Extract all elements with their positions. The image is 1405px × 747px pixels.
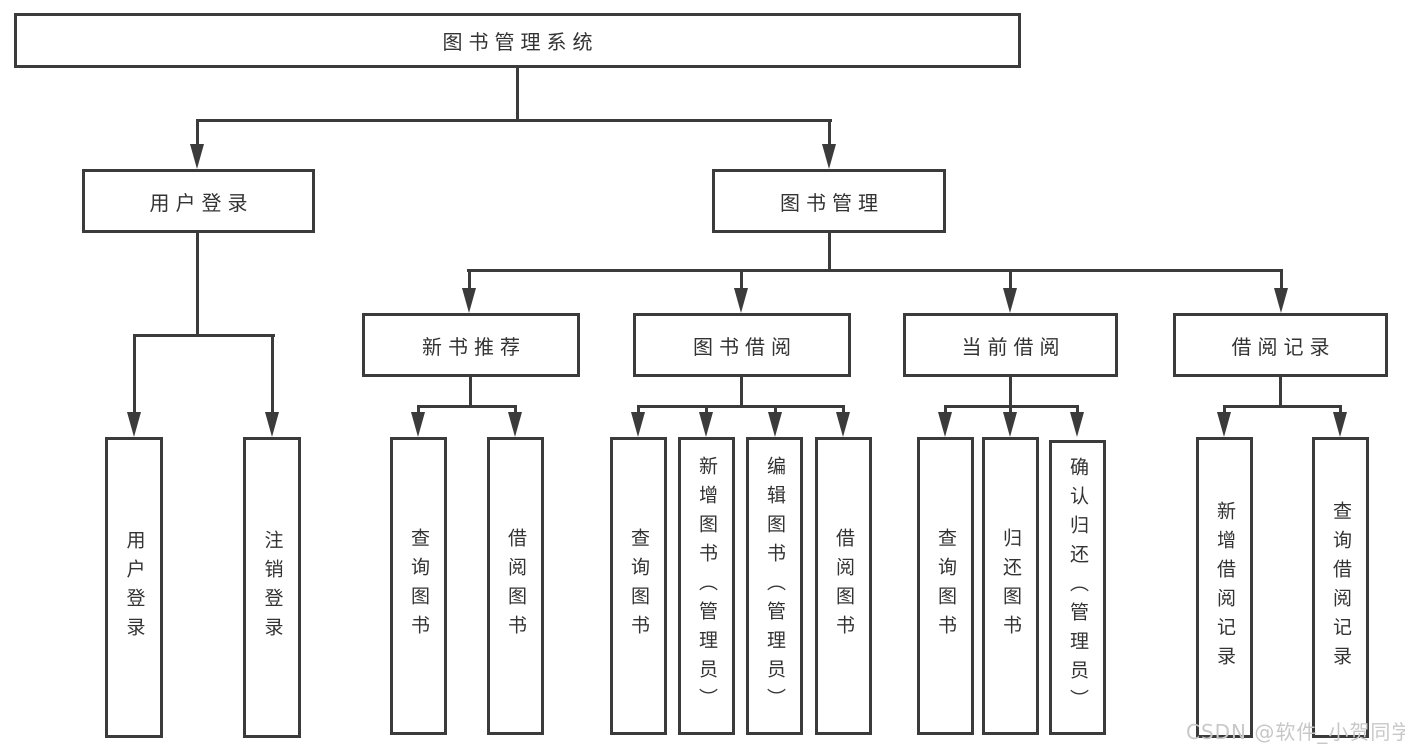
node-book-borrow: 图书借阅: [633, 313, 851, 377]
leaf-query-book-1-label: 查询图书: [407, 528, 430, 644]
node-user-login: 用户登录: [82, 169, 315, 233]
leaf-return-book-label: 归还图书: [999, 528, 1022, 644]
arrow-to-leaf-query-book-3: [938, 408, 952, 437]
leaf-borrow-book-2: 借阅图书: [815, 437, 872, 735]
connector-user-login-stem: [196, 232, 199, 336]
connector-new-book-stem: [469, 377, 472, 407]
connector-level2-rail: [196, 119, 832, 122]
connector-root-stem: [516, 66, 519, 121]
arrow-to-leaf-query-record: [1333, 408, 1347, 437]
leaf-query-record-label: 查询借阅记录: [1329, 500, 1352, 675]
leaf-borrow-book-2-label: 借阅图书: [832, 528, 855, 644]
arrow-to-leaf-add-book: [699, 408, 713, 437]
node-current-borrow: 当前借阅: [903, 313, 1118, 377]
arrow-to-leaf-return-book: [1003, 408, 1017, 437]
node-borrow-record-label: 借阅记录: [1231, 334, 1336, 359]
node-new-book-label: 新书推荐: [422, 334, 526, 359]
leaf-query-book-3-label: 查询图书: [934, 528, 957, 644]
connector-current-borrow-rail: [944, 405, 1079, 408]
node-root-label: 图书管理系统: [442, 30, 599, 54]
arrow-to-new-book: [462, 272, 476, 313]
node-user-login-label: 用户登录: [149, 190, 254, 215]
connector-book-borrow-stem: [740, 377, 743, 407]
leaf-add-book: 新增图书（管理员）: [678, 437, 735, 735]
connector-book-mgmt-stem: [828, 232, 831, 272]
connector-borrow-record-rail: [1223, 405, 1342, 408]
leaf-add-record-label: 新增借阅记录: [1213, 500, 1236, 675]
arrow-to-leaf-confirm-return: [1070, 408, 1084, 437]
leaf-return-book: 归还图书: [982, 437, 1039, 735]
connector-new-book-rail: [417, 405, 517, 408]
leaf-borrow-book-1: 借阅图书: [487, 437, 544, 735]
leaf-confirm-return-label: 确认归还（管理员）: [1066, 457, 1089, 718]
leaf-query-record: 查询借阅记录: [1312, 437, 1369, 738]
node-current-borrow-label: 当前借阅: [961, 334, 1066, 359]
arrow-to-leaf-query-book-2: [631, 408, 645, 437]
arrow-to-leaf-logout: [265, 337, 279, 437]
arrow-to-leaf-edit-book: [768, 408, 782, 437]
arrow-to-leaf-add-record: [1217, 408, 1231, 437]
arrow-to-leaf-borrow-book-2: [836, 408, 850, 437]
connector-level3-rail: [467, 269, 1283, 272]
connector-current-borrow-stem: [1009, 377, 1012, 407]
node-book-borrow-label: 图书借阅: [693, 334, 797, 359]
leaf-query-book-2: 查询图书: [610, 437, 667, 735]
leaf-edit-book-label: 编辑图书（管理员）: [763, 455, 786, 717]
leaf-add-book-label: 新增图书（管理员）: [695, 455, 718, 717]
leaf-borrow-book-1-label: 借阅图书: [504, 528, 527, 644]
node-new-book: 新书推荐: [362, 313, 580, 377]
arrow-to-leaf-borrow-book-1: [508, 408, 522, 437]
leaf-query-book-1: 查询图书: [390, 437, 447, 735]
leaf-add-record: 新增借阅记录: [1196, 437, 1253, 738]
leaf-confirm-return: 确认归还（管理员）: [1049, 440, 1106, 735]
node-root: 图书管理系统: [14, 13, 1021, 68]
node-book-mgmt: 图书管理: [712, 169, 946, 233]
connector-book-borrow-rail: [637, 405, 845, 408]
arrow-to-borrow-record: [1274, 272, 1288, 313]
arrow-to-book-mgmt: [822, 121, 836, 169]
leaf-query-book-3: 查询图书: [917, 437, 974, 735]
arrow-to-leaf-query-book-1: [411, 408, 425, 437]
leaf-edit-book: 编辑图书（管理员）: [746, 437, 803, 735]
connector-borrow-record-stem: [1279, 377, 1282, 407]
leaf-user-login: 用户登录: [105, 437, 163, 738]
arrow-to-book-borrow: [734, 272, 748, 313]
arrow-to-leaf-user-login: [127, 337, 141, 437]
arrow-to-current-borrow: [1003, 272, 1017, 313]
leaf-logout-label: 注销登录: [261, 529, 284, 646]
csdn-watermark: CSDN @软件_小贺同学: [1186, 720, 1405, 744]
node-borrow-record: 借阅记录: [1173, 313, 1388, 377]
leaf-user-login-label: 用户登录: [123, 529, 146, 646]
arrow-to-user-login: [190, 121, 204, 169]
connector-user-login-rail: [133, 334, 275, 337]
leaf-logout: 注销登录: [243, 437, 301, 738]
leaf-query-book-2-label: 查询图书: [627, 528, 650, 644]
node-book-mgmt-label: 图书管理: [780, 190, 884, 215]
